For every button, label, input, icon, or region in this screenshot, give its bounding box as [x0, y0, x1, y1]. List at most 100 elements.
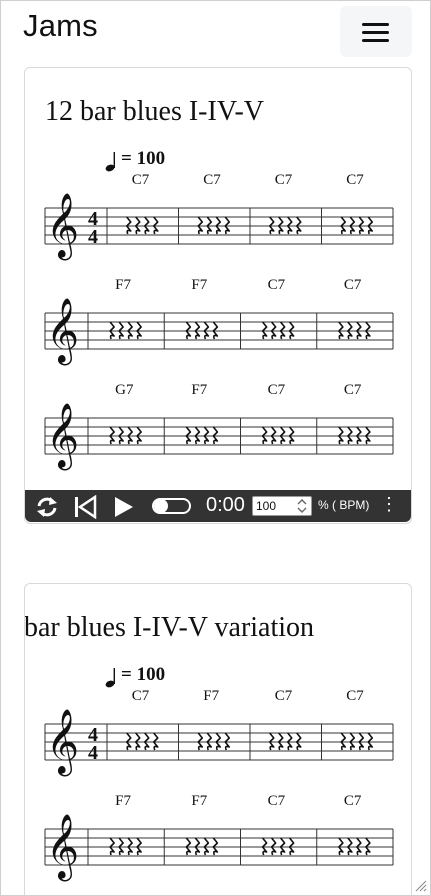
spinner-arrows-icon[interactable] [295, 498, 309, 514]
quarter-rest-icon [118, 426, 124, 445]
quarter-rest-icon [367, 732, 374, 751]
chord-label: F7 [191, 382, 207, 398]
quarter-rest-icon [338, 426, 344, 445]
quarter-rest-icon [109, 321, 115, 340]
menu-button[interactable] [340, 6, 412, 57]
jam-title: bar blues I-IV-V variation [24, 612, 315, 643]
quarter-rest-icon [212, 426, 219, 445]
quarter-rest-icon [212, 837, 219, 856]
quarter-rest-icon [152, 216, 159, 235]
quarter-rest-icon [109, 426, 115, 445]
quarter-rest-icon [215, 216, 222, 235]
quarter-rest-icon [197, 216, 204, 235]
treble-clef-icon: 𝄞 [46, 403, 79, 470]
quarter-rest-icon [261, 837, 268, 856]
quarter-rest-icon [194, 426, 201, 445]
quarter-rest-icon [185, 837, 192, 856]
quarter-rest-icon [203, 837, 210, 856]
quarter-rest-icon [349, 732, 356, 751]
quarter-rest-icon [224, 216, 231, 235]
quarter-rest-icon [212, 321, 219, 340]
quarter-rest-icon [279, 837, 286, 856]
quarter-rest-icon [347, 426, 353, 445]
speed-input[interactable]: 100 [252, 496, 312, 516]
quarter-rest-icon [277, 216, 284, 235]
more-vertical-icon[interactable]: ⋮ [380, 494, 398, 514]
quarter-rest-icon [277, 732, 284, 751]
jam-title: 12 bar blues I-IV-V [45, 96, 265, 127]
speed-unit-label: % ( BPM) [318, 498, 370, 512]
quarter-rest-icon [127, 321, 133, 340]
quarter-rest-icon [152, 732, 159, 751]
quarter-rest-icon [118, 837, 124, 856]
chord-label: C7 [132, 172, 150, 188]
quarter-rest-icon [279, 426, 286, 445]
time-signature-digit: 4 [88, 208, 98, 230]
chord-label: C7 [344, 793, 362, 809]
quarter-rest-icon [206, 732, 213, 751]
quarter-rest-icon [185, 426, 192, 445]
chord-label: C7 [344, 277, 362, 293]
quarter-rest-icon [143, 216, 150, 235]
chord-label: C7 [275, 688, 293, 704]
quarter-rest-icon [268, 732, 275, 751]
quarter-rest-icon [118, 321, 124, 340]
quarter-rest-icon [365, 321, 371, 340]
quarter-rest-icon [270, 837, 277, 856]
chord-label: C7 [346, 688, 364, 704]
treble-clef-icon: 𝄞 [46, 814, 79, 881]
quarter-rest-icon [194, 321, 201, 340]
quarter-rest-icon [288, 837, 295, 856]
treble-clef-icon: 𝄞 [46, 709, 79, 776]
chord-label: C7 [268, 793, 286, 809]
treble-clef-icon: 𝄞 [46, 193, 79, 260]
treble-clef-icon: 𝄞 [46, 298, 79, 365]
quarter-rest-icon [365, 837, 371, 856]
quarter-rest-icon [136, 426, 142, 445]
quarter-rest-icon [270, 321, 277, 340]
skip-back-icon[interactable] [73, 495, 97, 519]
quarter-rest-icon [356, 321, 362, 340]
quarter-rest-icon [203, 426, 210, 445]
chord-label: C7 [132, 688, 150, 704]
quarter-rest-icon [134, 732, 141, 751]
quarter-rest-icon [270, 426, 277, 445]
quarter-rest-icon [203, 321, 210, 340]
play-icon[interactable] [113, 495, 135, 519]
quarter-rest-icon [367, 216, 374, 235]
quarter-rest-icon [206, 216, 213, 235]
quarter-rest-icon [268, 216, 275, 235]
quarter-rest-icon [286, 732, 293, 751]
quarter-rest-icon [347, 837, 353, 856]
quarter-rest-icon [127, 426, 133, 445]
quarter-rest-icon [127, 837, 133, 856]
quarter-rest-icon [134, 216, 141, 235]
time-signature-digit: 4 [88, 724, 98, 746]
resize-grip-icon[interactable] [413, 878, 427, 892]
chord-label: F7 [203, 688, 219, 704]
quarter-rest-icon [125, 732, 132, 751]
app-title: Jams [23, 8, 98, 43]
quarter-rest-icon [125, 216, 132, 235]
loop-icon[interactable] [35, 496, 59, 518]
quarter-rest-icon [288, 426, 295, 445]
quarter-rest-icon [347, 321, 353, 340]
quarter-rest-icon [286, 216, 293, 235]
quarter-rest-icon [185, 321, 192, 340]
quarter-rest-icon [358, 732, 365, 751]
quarter-rest-icon [338, 321, 344, 340]
quarter-note-icon [105, 668, 115, 688]
quarter-rest-icon [340, 732, 347, 751]
quarter-rest-icon [295, 216, 302, 235]
chord-label: C7 [268, 277, 286, 293]
quarter-rest-icon [197, 732, 204, 751]
toggle-switch-icon[interactable] [152, 498, 192, 514]
playback-time: 0:00 [206, 494, 245, 516]
quarter-rest-icon [224, 732, 231, 751]
